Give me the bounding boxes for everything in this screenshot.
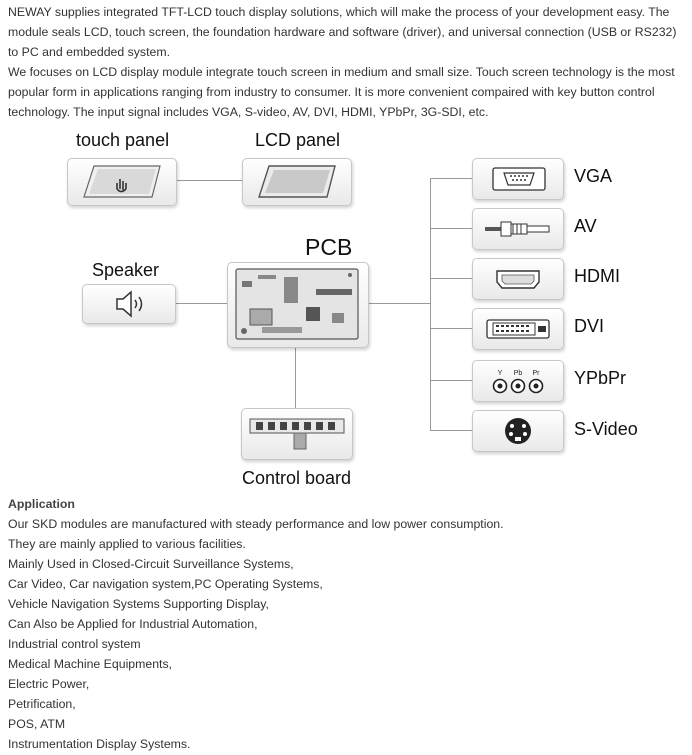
input-label-vga: VGA xyxy=(574,166,613,186)
input-label-av: AV xyxy=(574,216,597,236)
connection-diagram: touch panel LCD panel PCB xyxy=(0,124,692,494)
list-item: Electric Power, xyxy=(8,677,90,691)
lcd-panel-label: LCD panel xyxy=(255,130,341,150)
application-list: Our SKD modules are manufactured with st… xyxy=(8,514,688,754)
pcb-control-connector xyxy=(295,346,296,408)
touch-screen-icon xyxy=(83,165,161,198)
dvi-port-icon xyxy=(486,319,550,339)
list-item: Our SKD modules are manufactured with st… xyxy=(8,517,504,531)
control-board-label: Control board xyxy=(242,468,352,488)
list-item: Industrial control system xyxy=(8,637,141,651)
pcb-input-connector xyxy=(367,303,430,304)
input-bus xyxy=(430,178,431,430)
jack-label-pb: Pb xyxy=(514,370,523,377)
intro-paragraph-1: NEWAY supplies integrated TFT-LCD touch … xyxy=(8,5,677,59)
hdmi-box xyxy=(472,258,564,300)
touch-panel-box xyxy=(67,158,177,206)
control-board-icon xyxy=(249,418,345,450)
list-item: Vehicle Navigation Systems Supporting Di… xyxy=(8,597,269,611)
ypbpr-box: Y Pb Pr xyxy=(472,360,564,402)
jack-label-y: Y xyxy=(498,370,503,377)
pcb-box xyxy=(227,262,369,348)
dvi-box xyxy=(472,308,564,350)
speaker-label: Speaker xyxy=(92,260,160,280)
jack-label-pr: Pr xyxy=(533,370,541,377)
ypbpr-jacks-icon: Y Pb Pr xyxy=(492,370,544,394)
circuit-board-icon xyxy=(235,268,359,340)
lcd-screen-icon xyxy=(258,165,336,198)
lcd-panel-box xyxy=(242,158,352,206)
list-item: Can Also be Applied for Industrial Autom… xyxy=(8,617,258,631)
touch-panel-label: touch panel xyxy=(76,130,170,150)
list-item: Instrumentation Display Systems. xyxy=(8,737,191,751)
svideo-port-icon xyxy=(505,418,531,444)
vga-port-icon xyxy=(492,167,546,191)
input-label-ypbpr: YPbPr xyxy=(574,368,627,388)
input-label-dvi: DVI xyxy=(574,316,605,336)
intro-text: NEWAY supplies integrated TFT-LCD touch … xyxy=(8,2,688,122)
pcb-speaker-connector xyxy=(174,303,227,304)
hdmi-port-icon xyxy=(496,270,540,289)
input-label-svideo: S-Video xyxy=(574,419,638,439)
application-heading: Application xyxy=(8,497,75,511)
list-item: They are mainly applied to various facil… xyxy=(8,537,246,551)
vga-box xyxy=(472,158,564,200)
control-board-box xyxy=(241,408,353,460)
speaker-box xyxy=(82,284,176,324)
input-label-hdmi: HDMI xyxy=(574,266,620,286)
touch-lcd-connector xyxy=(176,180,242,181)
list-item: Mainly Used in Closed-Circuit Surveillan… xyxy=(8,557,294,571)
list-item: Petrification, xyxy=(8,697,76,711)
list-item: Car Video, Car navigation system,PC Oper… xyxy=(8,577,323,591)
svideo-box xyxy=(472,410,564,452)
application-section: Application Our SKD modules are manufact… xyxy=(8,494,688,754)
intro-paragraph-2: We focuses on LCD display module integra… xyxy=(8,65,675,119)
speaker-icon xyxy=(116,290,143,318)
list-item: Medical Machine Equipments, xyxy=(8,657,173,671)
rca-cable-icon xyxy=(485,221,550,237)
list-item: POS, ATM xyxy=(8,717,66,731)
av-box xyxy=(472,208,564,250)
pcb-label: PCB xyxy=(305,234,353,260)
